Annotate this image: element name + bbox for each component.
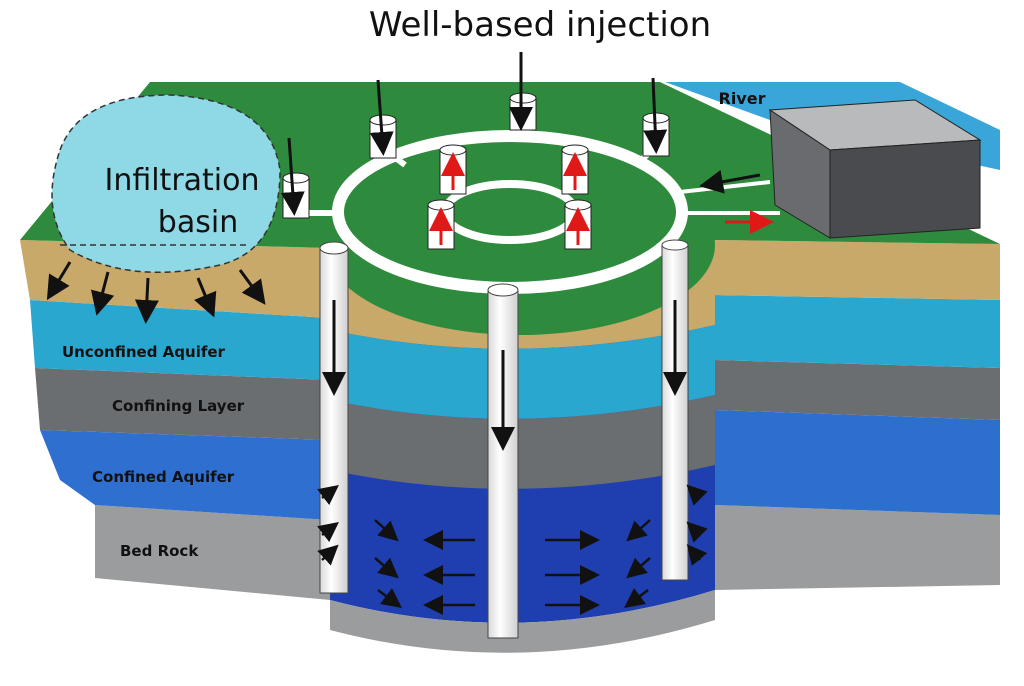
cylinder-section [325,155,715,653]
confined-aquifer-layer [40,430,330,520]
confining-layer-label: Confining Layer [112,397,245,415]
surface-well [282,172,310,219]
deep-well [319,241,349,594]
infiltration-label-line2: basin [158,205,238,240]
confining-layer-right [715,360,1000,420]
bed-rock-layer [95,505,330,600]
unconfined-aquifer-layer-right [715,295,1000,368]
bed-rock-layer-right [715,505,1000,590]
lateral-flow-arrows [317,484,708,615]
diagram-title: Well-based injection [369,5,711,45]
facility-inflow-arrow [699,169,761,194]
infiltration-basin [51,94,281,273]
deep-well [661,239,689,581]
deep-well-arrows [322,300,687,451]
extraction-arrows [429,152,590,245]
soil-layer-right [715,240,1000,300]
infiltration-arrows [46,261,266,324]
injection-arrows [280,52,668,216]
confined-aquifer-label: Confined Aquifer [92,468,235,486]
infiltration-label-line1: Infiltration [104,163,259,198]
bed-rock-label: Bed Rock [120,542,199,560]
river-label: River [719,89,766,108]
surface-well [509,92,537,131]
confined-aquifer-layer-right [715,410,1000,515]
unconfined-aquifer-layer [30,300,330,380]
treatment-facility [768,99,982,239]
deep-well [487,283,519,639]
confining-layer [35,368,330,440]
unconfined-aquifer-label: Unconfined Aquifer [62,343,226,361]
